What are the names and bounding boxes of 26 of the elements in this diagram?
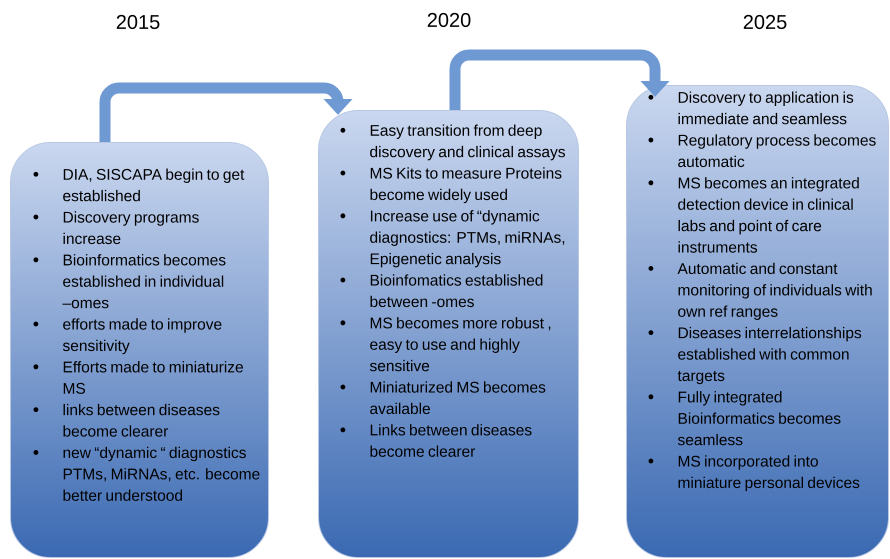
list-item: Diseases interrelationships established with common targets [648, 326, 862, 384]
list-item: Easy transition from deep discovery and clinical assays [340, 124, 565, 160]
curved-arrow [450, 50, 670, 110]
list-item: Miniaturized MS becomes available [340, 381, 546, 414]
list-item: MS becomes an integrated detection device in clinical labs and point of care instruments [648, 177, 859, 253]
list-item: new “dynamic “ diagnostics PTMs, MiRNAs, etc. become better understood [34, 446, 260, 501]
list-item: Increase use of “dynamic diagnostics: PTMs, miRNAs, Epigenetic analysis [340, 210, 564, 268]
list-item: Automatic and constant monitoring of individuals with own ref ranges [648, 262, 872, 320]
list-item: MS incorporated into miniature personal devices [648, 455, 860, 492]
timeline-box [10, 142, 269, 558]
timeline-box [626, 85, 890, 558]
list-item: MS Kits to measure Proteins become widely used [340, 167, 562, 204]
list-item: Fully integrated Bioinformatics becomes seamless [648, 391, 840, 446]
list-item: Bioinfomatics established between -omes [340, 274, 542, 308]
list-item: Regulatory process becomes automatic [648, 134, 876, 168]
year-label: 2025 [744, 14, 786, 30]
timeline-box [318, 110, 579, 558]
list-item: MS becomes more robust , easy to use and highly sensitive [340, 317, 550, 372]
list-item: Discovery programs increase [34, 211, 199, 244]
list-item: efforts made to improve sensitivity [34, 318, 222, 354]
list-item: Links between diseases become clearer [340, 424, 532, 457]
year-label: 2015 [116, 14, 160, 30]
list-item: DIA, SISCAPA begin to get established [34, 168, 244, 202]
year-label: 2020 [428, 12, 470, 28]
list-item: Discovery to application is immediate and seamless [648, 92, 854, 124]
curved-arrow [100, 82, 353, 142]
